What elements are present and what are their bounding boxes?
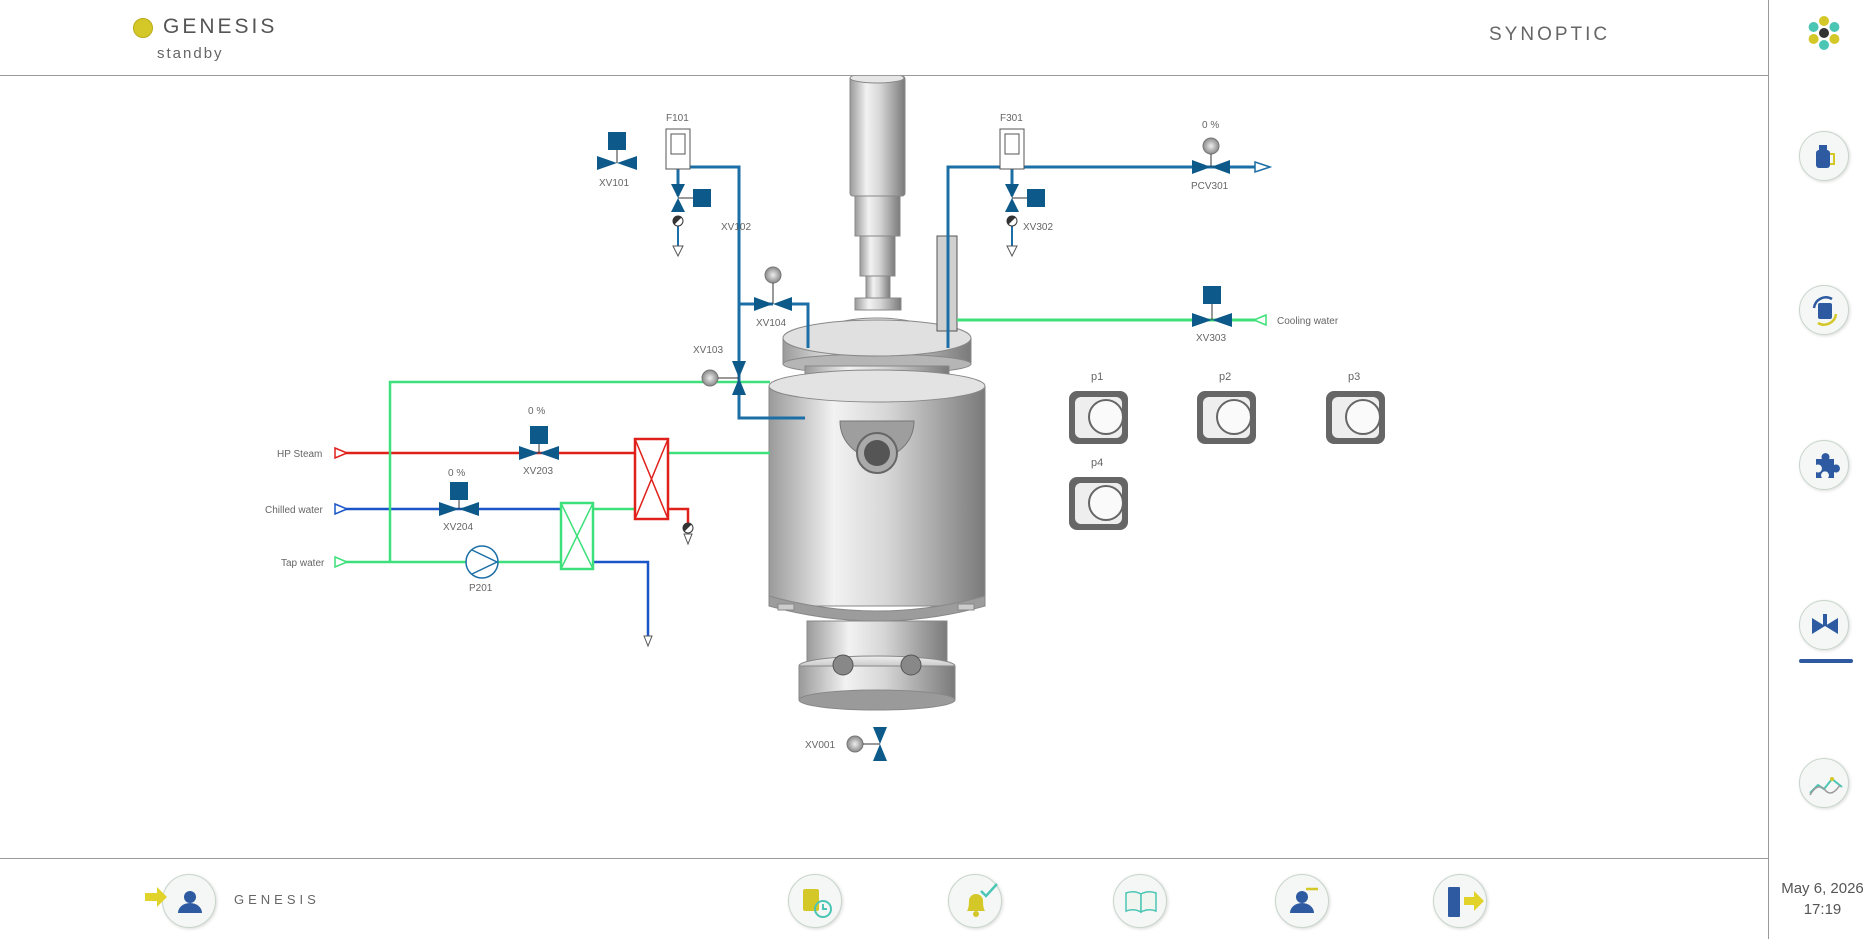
xv303-label: XV303 (1196, 333, 1226, 344)
machine-status: standby (157, 45, 224, 62)
current-user-label: GENESIS (234, 892, 320, 907)
pump-p3[interactable]: p3 (1326, 371, 1385, 444)
page-title: SYNOPTIC (1489, 24, 1611, 45)
trends-chart-icon (1809, 777, 1843, 796)
xv203-opening: 0 % (528, 406, 545, 417)
process-button[interactable] (1799, 285, 1849, 335)
process-cycle-icon (1812, 296, 1838, 326)
filter-f301[interactable]: F301 (999, 113, 1025, 170)
cooling-water-inlet-arrow (1252, 313, 1267, 327)
hp-steam-label: HP Steam (277, 449, 322, 460)
valve-xv204[interactable]: 0 % XV204 (439, 468, 479, 533)
xv203-label: XV203 (523, 466, 553, 477)
chilled-water-label: Chilled water (265, 505, 323, 516)
xv102-label: XV102 (721, 222, 751, 233)
utility-lines (345, 380, 770, 636)
check-valve-icon (672, 215, 684, 227)
current-date: May 6, 2026 (1781, 880, 1864, 897)
app-name: GENESIS (163, 15, 278, 38)
tap-water-label: Tap water (281, 558, 325, 569)
xv104-label: XV104 (756, 318, 786, 329)
f301-label: F301 (1000, 113, 1023, 124)
valve-xv303[interactable]: XV303 Cooling water (1192, 286, 1339, 344)
documentation-button[interactable] (1113, 874, 1167, 928)
pump-p1[interactable]: p1 (1069, 371, 1128, 444)
valve-xv103[interactable]: XV103 (693, 345, 746, 395)
valve-xv302[interactable]: XV302 (1005, 184, 1053, 233)
check-valve-icon (1006, 215, 1018, 227)
xv204-opening: 0 % (448, 468, 465, 479)
steam-heat-exchanger[interactable] (633, 437, 670, 521)
valve-xv104[interactable]: XV104 (754, 266, 792, 329)
valve-icon (1812, 614, 1838, 634)
water-heat-exchanger[interactable] (559, 501, 595, 571)
recipe-button[interactable] (1799, 131, 1849, 181)
valve-xv203[interactable]: 0 % XV203 (519, 406, 559, 477)
user-login-icon (145, 887, 202, 913)
current-time: 17:19 (1803, 901, 1842, 918)
synoptic-button[interactable] (1799, 600, 1849, 650)
brand-dot-icon (133, 18, 153, 38)
reactor-vessel[interactable] (768, 72, 986, 711)
valve-xv102[interactable]: XV102 (671, 184, 751, 233)
user-key-icon (1290, 887, 1318, 913)
bottom-bar: GENESIS (0, 858, 1768, 940)
p201-label: P201 (469, 583, 493, 594)
xv103-label: XV103 (693, 345, 723, 356)
datetime-display: May 6, 2026 17:19 (1769, 878, 1875, 920)
valve-xv001[interactable]: XV001 (805, 727, 887, 761)
alarm-bell-icon (967, 883, 998, 917)
p3-label: p3 (1348, 371, 1360, 383)
puzzle-icon (1816, 453, 1840, 478)
pump-p4[interactable]: p4 (1069, 457, 1128, 530)
valve-pcv301[interactable]: 0 % PCV301 (1191, 120, 1230, 192)
valve-xv101[interactable]: XV101 (597, 132, 637, 189)
filter-f101[interactable]: F101 (665, 113, 691, 170)
xv102-drain-arrow (672, 245, 684, 258)
login-button[interactable] (145, 874, 216, 928)
top-bar: GENESIS standby SYNOPTIC (0, 0, 1768, 76)
chilled-return-arrow (643, 635, 653, 648)
xv204-label: XV204 (443, 522, 473, 533)
synoptic-canvas: F101 F301 XV101 XV102 XV302 XV104 XV103 … (0, 72, 1768, 857)
hp-steam-inlet-arrow (334, 446, 349, 460)
xv101-label: XV101 (599, 178, 629, 189)
steam-trap-drain-arrow (683, 533, 693, 546)
history-icon (803, 889, 832, 918)
xv302-drain-arrow (1006, 245, 1018, 258)
vent-outlet-arrow (1254, 160, 1273, 174)
p1-label: p1 (1091, 371, 1103, 383)
p4-label: p4 (1091, 457, 1103, 469)
flower-menu-icon (1808, 16, 1840, 50)
active-tab-indicator (1799, 659, 1853, 663)
pump-p2[interactable]: p2 (1197, 371, 1256, 444)
pcv301-opening: 0 % (1202, 120, 1219, 131)
chilled-water-inlet-arrow (334, 502, 349, 516)
alarms-button[interactable] (948, 874, 1002, 928)
logout-door-icon (1448, 887, 1484, 917)
recipe-icon (1816, 145, 1835, 168)
open-book-icon (1125, 890, 1157, 914)
logout-button[interactable] (1433, 874, 1487, 928)
tap-water-inlet-arrow (334, 555, 349, 569)
steam-trap-icon (682, 522, 694, 534)
pcv301-label: PCV301 (1191, 181, 1229, 192)
p2-label: p2 (1219, 371, 1231, 383)
pump-p201[interactable]: P201 (465, 545, 499, 594)
recipes-history-button[interactable] (788, 874, 842, 928)
user-key-button[interactable] (1275, 874, 1329, 928)
cooling-water-label: Cooling water (1277, 316, 1339, 327)
trends-button[interactable] (1799, 758, 1849, 808)
main-menu-button[interactable] (1804, 13, 1844, 53)
f101-label: F101 (666, 113, 689, 124)
xv001-label: XV001 (805, 740, 835, 751)
xv302-label: XV302 (1023, 222, 1053, 233)
modules-button[interactable] (1799, 440, 1849, 490)
right-sidebar: May 6, 2026 17:19 (1768, 0, 1875, 939)
